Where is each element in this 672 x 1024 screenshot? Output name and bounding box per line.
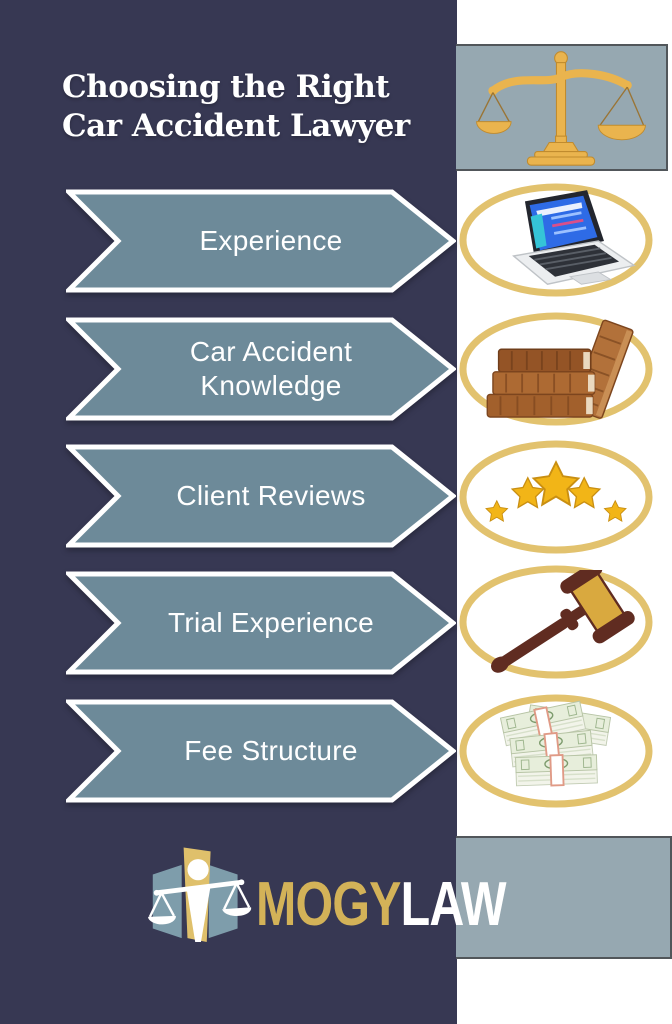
logo-wordmark: MOGYLAW	[256, 860, 507, 950]
page-title: Choosing the Right Car Accident Lawyer	[62, 68, 462, 146]
step-banner-experience: Experience	[66, 189, 456, 293]
step-banner-fee-structure: Fee Structure	[66, 699, 456, 803]
icon-ring-trial	[459, 565, 653, 679]
step-banner-trial-experience: Trial Experience	[66, 571, 456, 675]
title-line-2: Car Accident Lawyer	[62, 108, 410, 144]
icon-ring-experience	[459, 183, 653, 297]
step-banner-car-accident-knowledge: Car Accident Knowledge	[66, 317, 456, 421]
icon-ring-fees	[459, 694, 653, 808]
logo-word-mogy: MOGY	[256, 870, 401, 939]
step-label: Car Accident Knowledge	[189, 336, 353, 401]
step-label: Fee Structure	[184, 735, 358, 767]
logo-panel	[456, 836, 672, 959]
icon-ring-reviews	[459, 440, 653, 554]
step-label: Experience	[199, 225, 343, 257]
step-label: Trial Experience	[167, 607, 375, 639]
five-stars-icon	[485, 461, 627, 522]
laptop-icon	[512, 190, 636, 285]
title-line-1: Choosing the Right	[62, 69, 390, 105]
step-banner-client-reviews: Client Reviews	[66, 444, 456, 548]
gavel-icon	[491, 570, 635, 673]
step-label: Client Reviews	[176, 480, 366, 512]
cash-stacks-icon	[499, 699, 612, 788]
scales-of-justice-icon	[476, 50, 646, 166]
icon-ring-knowledge	[459, 312, 653, 426]
law-books-icon	[486, 319, 634, 419]
mogy-law-emblem-icon	[147, 847, 252, 942]
logo-word-law: LAW	[400, 870, 507, 939]
scales-panel	[456, 44, 668, 171]
